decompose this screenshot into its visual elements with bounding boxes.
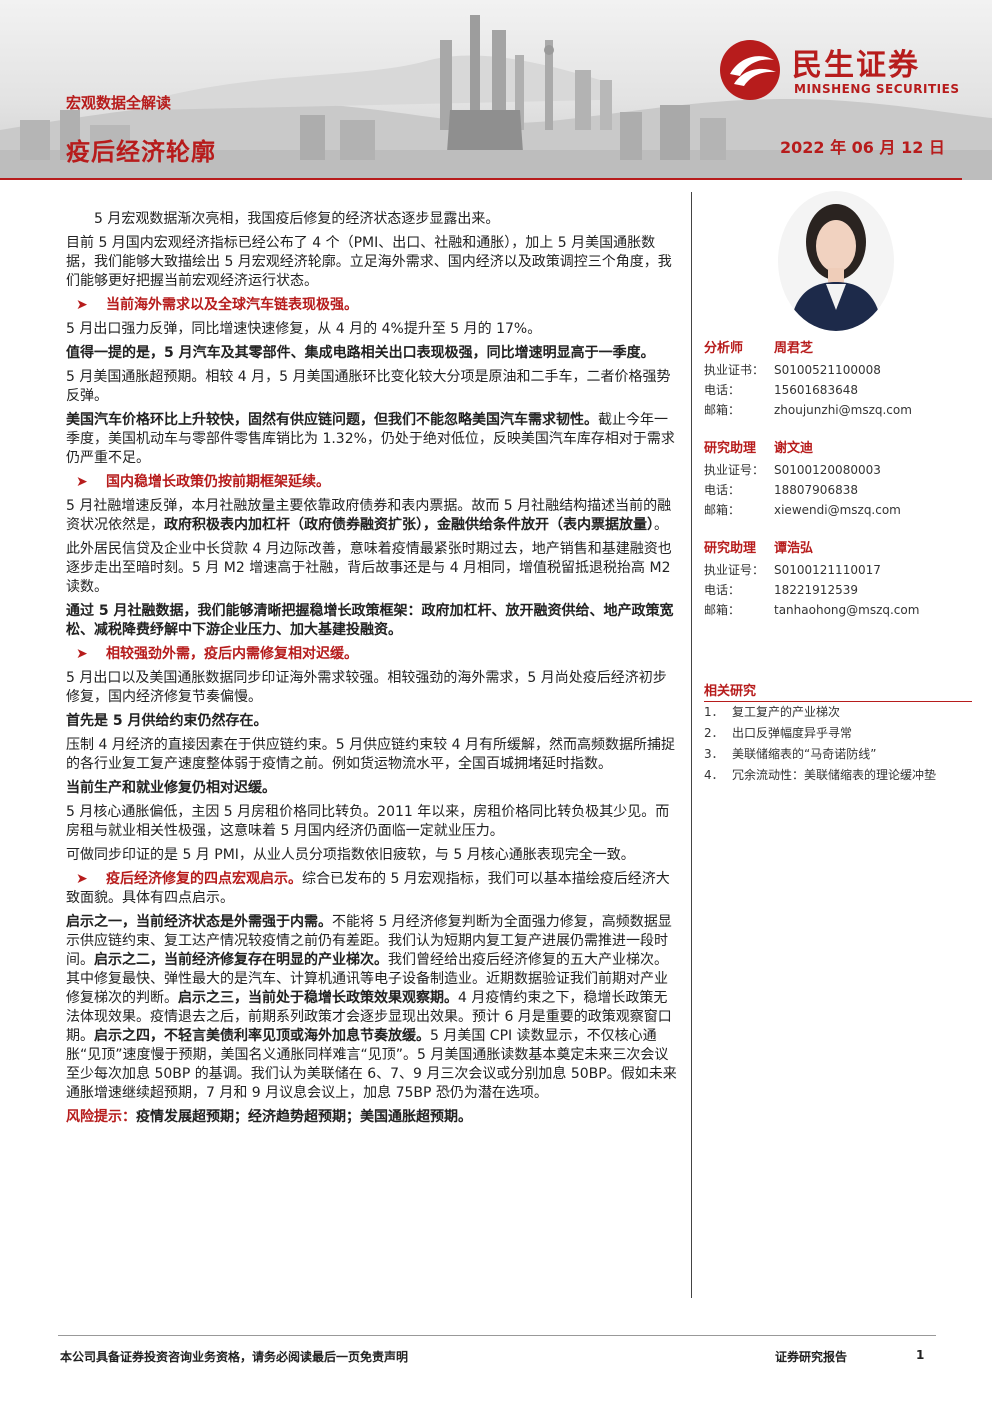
page-number: 1 xyxy=(916,1348,925,1362)
paragraph: 5 月美国通胀超预期。相较 4 月，5 月美国通胀环比变化较大分项是原油和二手车… xyxy=(66,369,671,404)
paragraph: 首先是 5 月供给约束仍然存在。 xyxy=(66,713,268,729)
risk-warning: 风险提示：疫情发展超预期；经济趋势超预期；美国通胀超预期。 xyxy=(66,1109,472,1125)
paragraph: 值得一提的是，5 月汽车及其零部件、集成电路相关出口表现极强，同比增速明显高于一… xyxy=(66,345,655,361)
arrow-bullet-icon: ➤ xyxy=(76,474,88,490)
footer-disclaimer: 本公司具备证券投资咨询业务资格，请务必阅读最后一页免责声明 xyxy=(60,1350,409,1364)
cert-label: 执业证号： xyxy=(704,463,765,477)
analyst-role: 研究助理 xyxy=(704,441,757,456)
header-banner xyxy=(0,0,992,180)
related-research-title: 相关研究 xyxy=(704,680,972,702)
email-link[interactable]: tanhaohong@mszq.com xyxy=(774,603,920,617)
report-date: 2022 年 06 月 12 日 xyxy=(780,138,945,157)
report-category: 宏观数据全解读 xyxy=(66,94,172,112)
header-rule xyxy=(0,178,962,180)
paragraph: 5 月宏观数据渐次亮相，我国疫后修复的经济状态逐步显露出来。 xyxy=(94,211,500,227)
phone-number: 18807906838 xyxy=(774,483,858,497)
report-title: 疫后经济轮廓 xyxy=(66,138,216,166)
cert-label: 执业证号： xyxy=(704,563,765,577)
section-heading: ➤疫后经济修复的四点宏观启示。综合已发布的 5 月宏观指标，我们可以基本描绘疫后… xyxy=(66,871,670,906)
arrow-bullet-icon: ➤ xyxy=(76,646,88,662)
related-research-list: 1．复工复产的产业梯次 2．出口反弹幅度异乎寻常 3．美联储缩表的“马奇诺防线”… xyxy=(704,702,974,786)
phone-label: 电话： xyxy=(704,383,741,397)
logo-emblem-icon xyxy=(720,40,780,100)
analyst-name: 周君芝 xyxy=(774,341,814,356)
email-link[interactable]: xiewendi@mszq.com xyxy=(774,503,901,517)
phone-number: 15601683648 xyxy=(774,383,858,397)
section-heading: ➤相较强劲外需，疫后内需修复相对迟缓。 xyxy=(76,646,358,662)
cert-number: S0100121110017 xyxy=(774,563,881,577)
phone-label: 电话： xyxy=(704,583,741,597)
paragraph: 可做同步印证的是 5 月 PMI，从业人员分项指数依旧疲软，与 5 月核心通胀表… xyxy=(66,847,635,863)
paragraph: 目前 5 月国内宏观经济指标已经公布了 4 个（PMI、出口、社融和通胀），加上… xyxy=(66,235,672,289)
email-label: 邮箱： xyxy=(704,603,741,617)
logo-name-en: MINSHENG SECURITIES xyxy=(794,82,960,96)
related-research-item[interactable]: 1．复工复产的产业梯次 xyxy=(704,705,841,719)
analyst-role: 研究助理 xyxy=(704,541,757,556)
analyst-name: 谭浩弘 xyxy=(774,541,814,556)
phone-label: 电话： xyxy=(704,483,741,497)
cert-number: S0100521100008 xyxy=(774,363,881,377)
paragraph: 当前生产和就业修复仍相对迟缓。 xyxy=(66,780,276,796)
paragraph: 5 月核心通胀偏低，主因 5 月房租价格同比转负。2011 年以来，房租价格同比… xyxy=(66,804,670,839)
analyst-card: 研究助理 谢文迪 执业证号： S0100120080003 电话： 188079068… xyxy=(704,438,974,520)
paragraph: 美国汽车价格环比上升较快，固然有供应链问题，但我们不能忽略美国汽车需求韧性。截止… xyxy=(66,412,675,466)
analyst-card: 研究助理 谭浩弘 执业证号： S0100121110017 电话： 182219125… xyxy=(704,538,974,620)
arrow-bullet-icon: ➤ xyxy=(76,871,88,887)
company-logo: 民生证券 MINSHENG SECURITIES xyxy=(718,38,968,102)
email-label: 邮箱： xyxy=(704,403,741,417)
paragraph: 启示之一，当前经济状态是外需强于内需。不能将 5 月经济修复判断为全面强力修复，… xyxy=(66,914,677,1101)
section-heading: ➤当前海外需求以及全球汽车链表现极强。 xyxy=(76,297,358,313)
analyst-card: 分析师 周君芝 执业证书： S0100521100008 电话： 1560168364… xyxy=(704,338,974,420)
arrow-bullet-icon: ➤ xyxy=(76,297,88,313)
paragraph: 5 月社融增速反弹，本月社融放量主要依靠政府债券和表内票据。故而 5 月社融结构… xyxy=(66,498,672,533)
related-research-item[interactable]: 4．冗余流动性：美联储缩表的理论缓冲垫 xyxy=(704,768,937,782)
analyst-role: 分析师 xyxy=(704,341,744,356)
phone-number: 18221912539 xyxy=(774,583,858,597)
email-label: 邮箱： xyxy=(704,503,741,517)
paragraph: 通过 5 月社融数据，我们能够清晰把握稳增长政策框架：政府加杠杆、放开融资供给、… xyxy=(66,603,674,638)
related-research-item[interactable]: 2．出口反弹幅度异乎寻常 xyxy=(704,726,853,740)
main-content: 5 月宏观数据渐次亮相，我国疫后修复的经济状态逐步显露出来。 目前 5 月国内宏… xyxy=(66,210,678,1132)
cert-number: S0100120080003 xyxy=(774,463,881,477)
paragraph: 压制 4 月经济的直接因素在于供应链约束。5 月供应链约束较 4 月有所缓解，然… xyxy=(66,737,675,772)
section-heading: ➤国内稳增长政策仍按前期框架延续。 xyxy=(76,474,330,490)
cert-label: 执业证书： xyxy=(704,363,765,377)
analyst-photo xyxy=(778,191,894,331)
email-link[interactable]: zhoujunzhi@mszq.com xyxy=(774,403,912,417)
footer-rule xyxy=(58,1335,936,1336)
logo-name-cn: 民生证券 xyxy=(792,48,920,83)
related-research-item[interactable]: 3．美联储缩表的“马奇诺防线” xyxy=(704,747,877,761)
column-divider xyxy=(691,192,692,1298)
footer-report-type: 证券研究报告 xyxy=(775,1350,848,1364)
paragraph: 5 月出口以及美国通胀数据同步印证海外需求较强。相较强劲的海外需求，5 月尚处疫… xyxy=(66,670,667,705)
paragraph: 5 月出口强力反弹，同比增速快速修复，从 4 月的 4%提升至 5 月的 17%… xyxy=(66,321,542,337)
city-skyline-image xyxy=(0,15,992,180)
analyst-name: 谢文迪 xyxy=(774,441,814,456)
paragraph: 此外居民信贷及企业中长贷款 4 月边际改善，意味着疫情最紧张时期过去，地产销售和… xyxy=(66,541,672,595)
